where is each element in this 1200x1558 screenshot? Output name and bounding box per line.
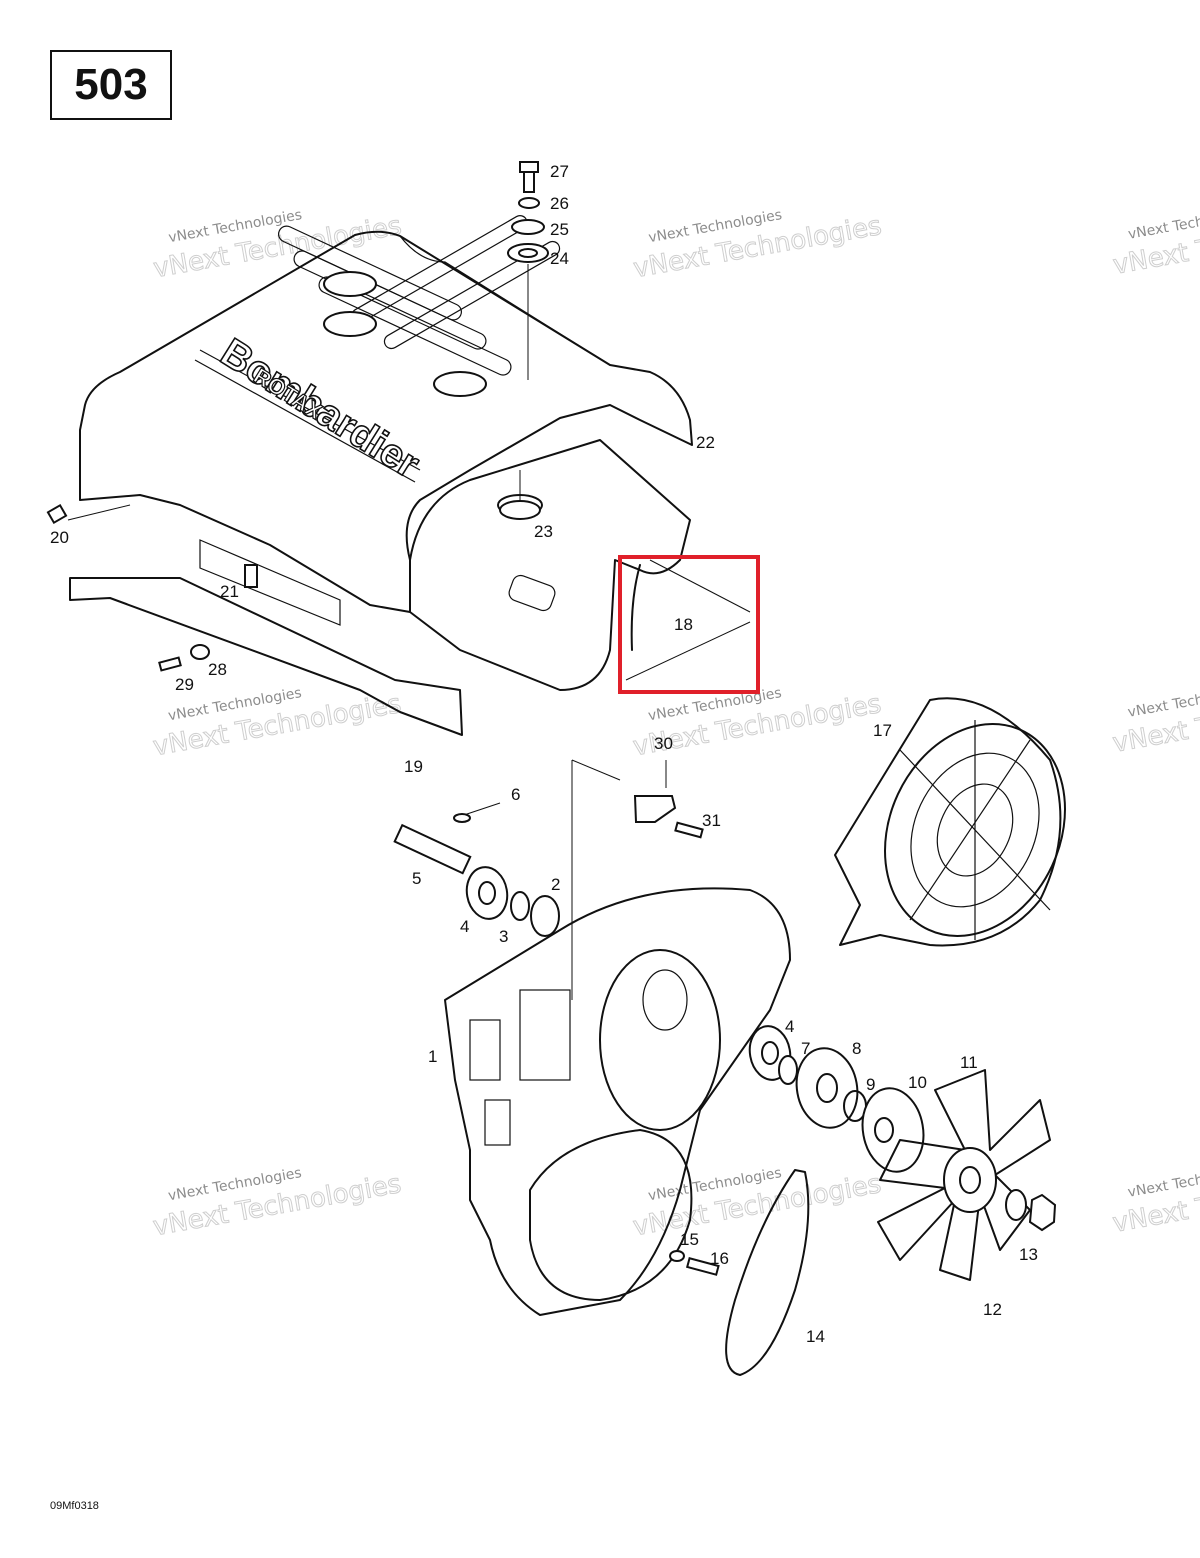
- callout-4a: 4: [460, 917, 469, 936]
- callout-8: 8: [852, 1039, 861, 1058]
- callout-10: 10: [908, 1073, 927, 1092]
- grommet-part: [499, 470, 541, 520]
- clip-and-screw: [633, 760, 704, 839]
- callout-2: 2: [551, 875, 560, 894]
- watermarks: vNext Technologies vNext Technologies vN…: [150, 204, 1200, 1243]
- callout-9: 9: [866, 1075, 875, 1094]
- callout-14: 14: [806, 1327, 825, 1346]
- callout-27: 27: [550, 162, 569, 181]
- callout-11: 11: [960, 1053, 978, 1072]
- callout-labels: 1 2 3 4 4 5 6 7 8 9 10 11 12 13 14 15 16…: [50, 162, 1038, 1346]
- pulley-assembly: [748, 1025, 925, 1173]
- callout-1: 1: [428, 1047, 437, 1066]
- callout-22: 22: [696, 433, 715, 452]
- callout-12: 12: [983, 1300, 1002, 1319]
- callout-25: 25: [550, 220, 569, 239]
- page-number-box: 503: [50, 50, 172, 120]
- fan-housing-part: [444, 759, 791, 1316]
- nut-and-washer: [1005, 1189, 1057, 1232]
- callout-19: 19: [404, 757, 423, 776]
- fan-shroud-part: [834, 697, 1066, 947]
- callout-3: 3: [499, 927, 508, 946]
- callout-24: 24: [550, 249, 569, 268]
- highlight-box: [618, 555, 760, 694]
- callout-6: 6: [511, 785, 520, 804]
- callout-26: 26: [550, 194, 569, 213]
- screw-and-washer: [669, 1250, 720, 1276]
- part-18-edge: [630, 564, 641, 651]
- callout-21: 21: [220, 582, 239, 601]
- drawing-code: 09Mf0318: [50, 1500, 99, 1512]
- callout-18: 18: [674, 615, 693, 634]
- fan-blade-part: [877, 1069, 1051, 1281]
- callout-15: 15: [680, 1230, 699, 1249]
- drive-belt-part: [725, 1169, 810, 1376]
- engine-cover-part: Bombardier ROTAX: [69, 215, 693, 736]
- page-number: 503: [74, 60, 148, 109]
- callout-31: 31: [702, 811, 721, 830]
- callout-16: 16: [710, 1249, 729, 1268]
- bolt-washer-stack: [507, 161, 549, 380]
- callout-30: 30: [654, 734, 673, 753]
- callout-28: 28: [208, 660, 227, 679]
- shaft-assembly: [393, 802, 560, 937]
- callout-29: 29: [175, 675, 194, 694]
- callout-5: 5: [412, 869, 421, 888]
- callout-4b: 4: [785, 1017, 794, 1036]
- callout-23: 23: [534, 522, 553, 541]
- callout-13: 13: [1019, 1245, 1038, 1264]
- callout-17: 17: [873, 721, 892, 740]
- callout-20: 20: [50, 528, 69, 547]
- small-fasteners: [46, 503, 210, 672]
- callout-7: 7: [801, 1039, 810, 1058]
